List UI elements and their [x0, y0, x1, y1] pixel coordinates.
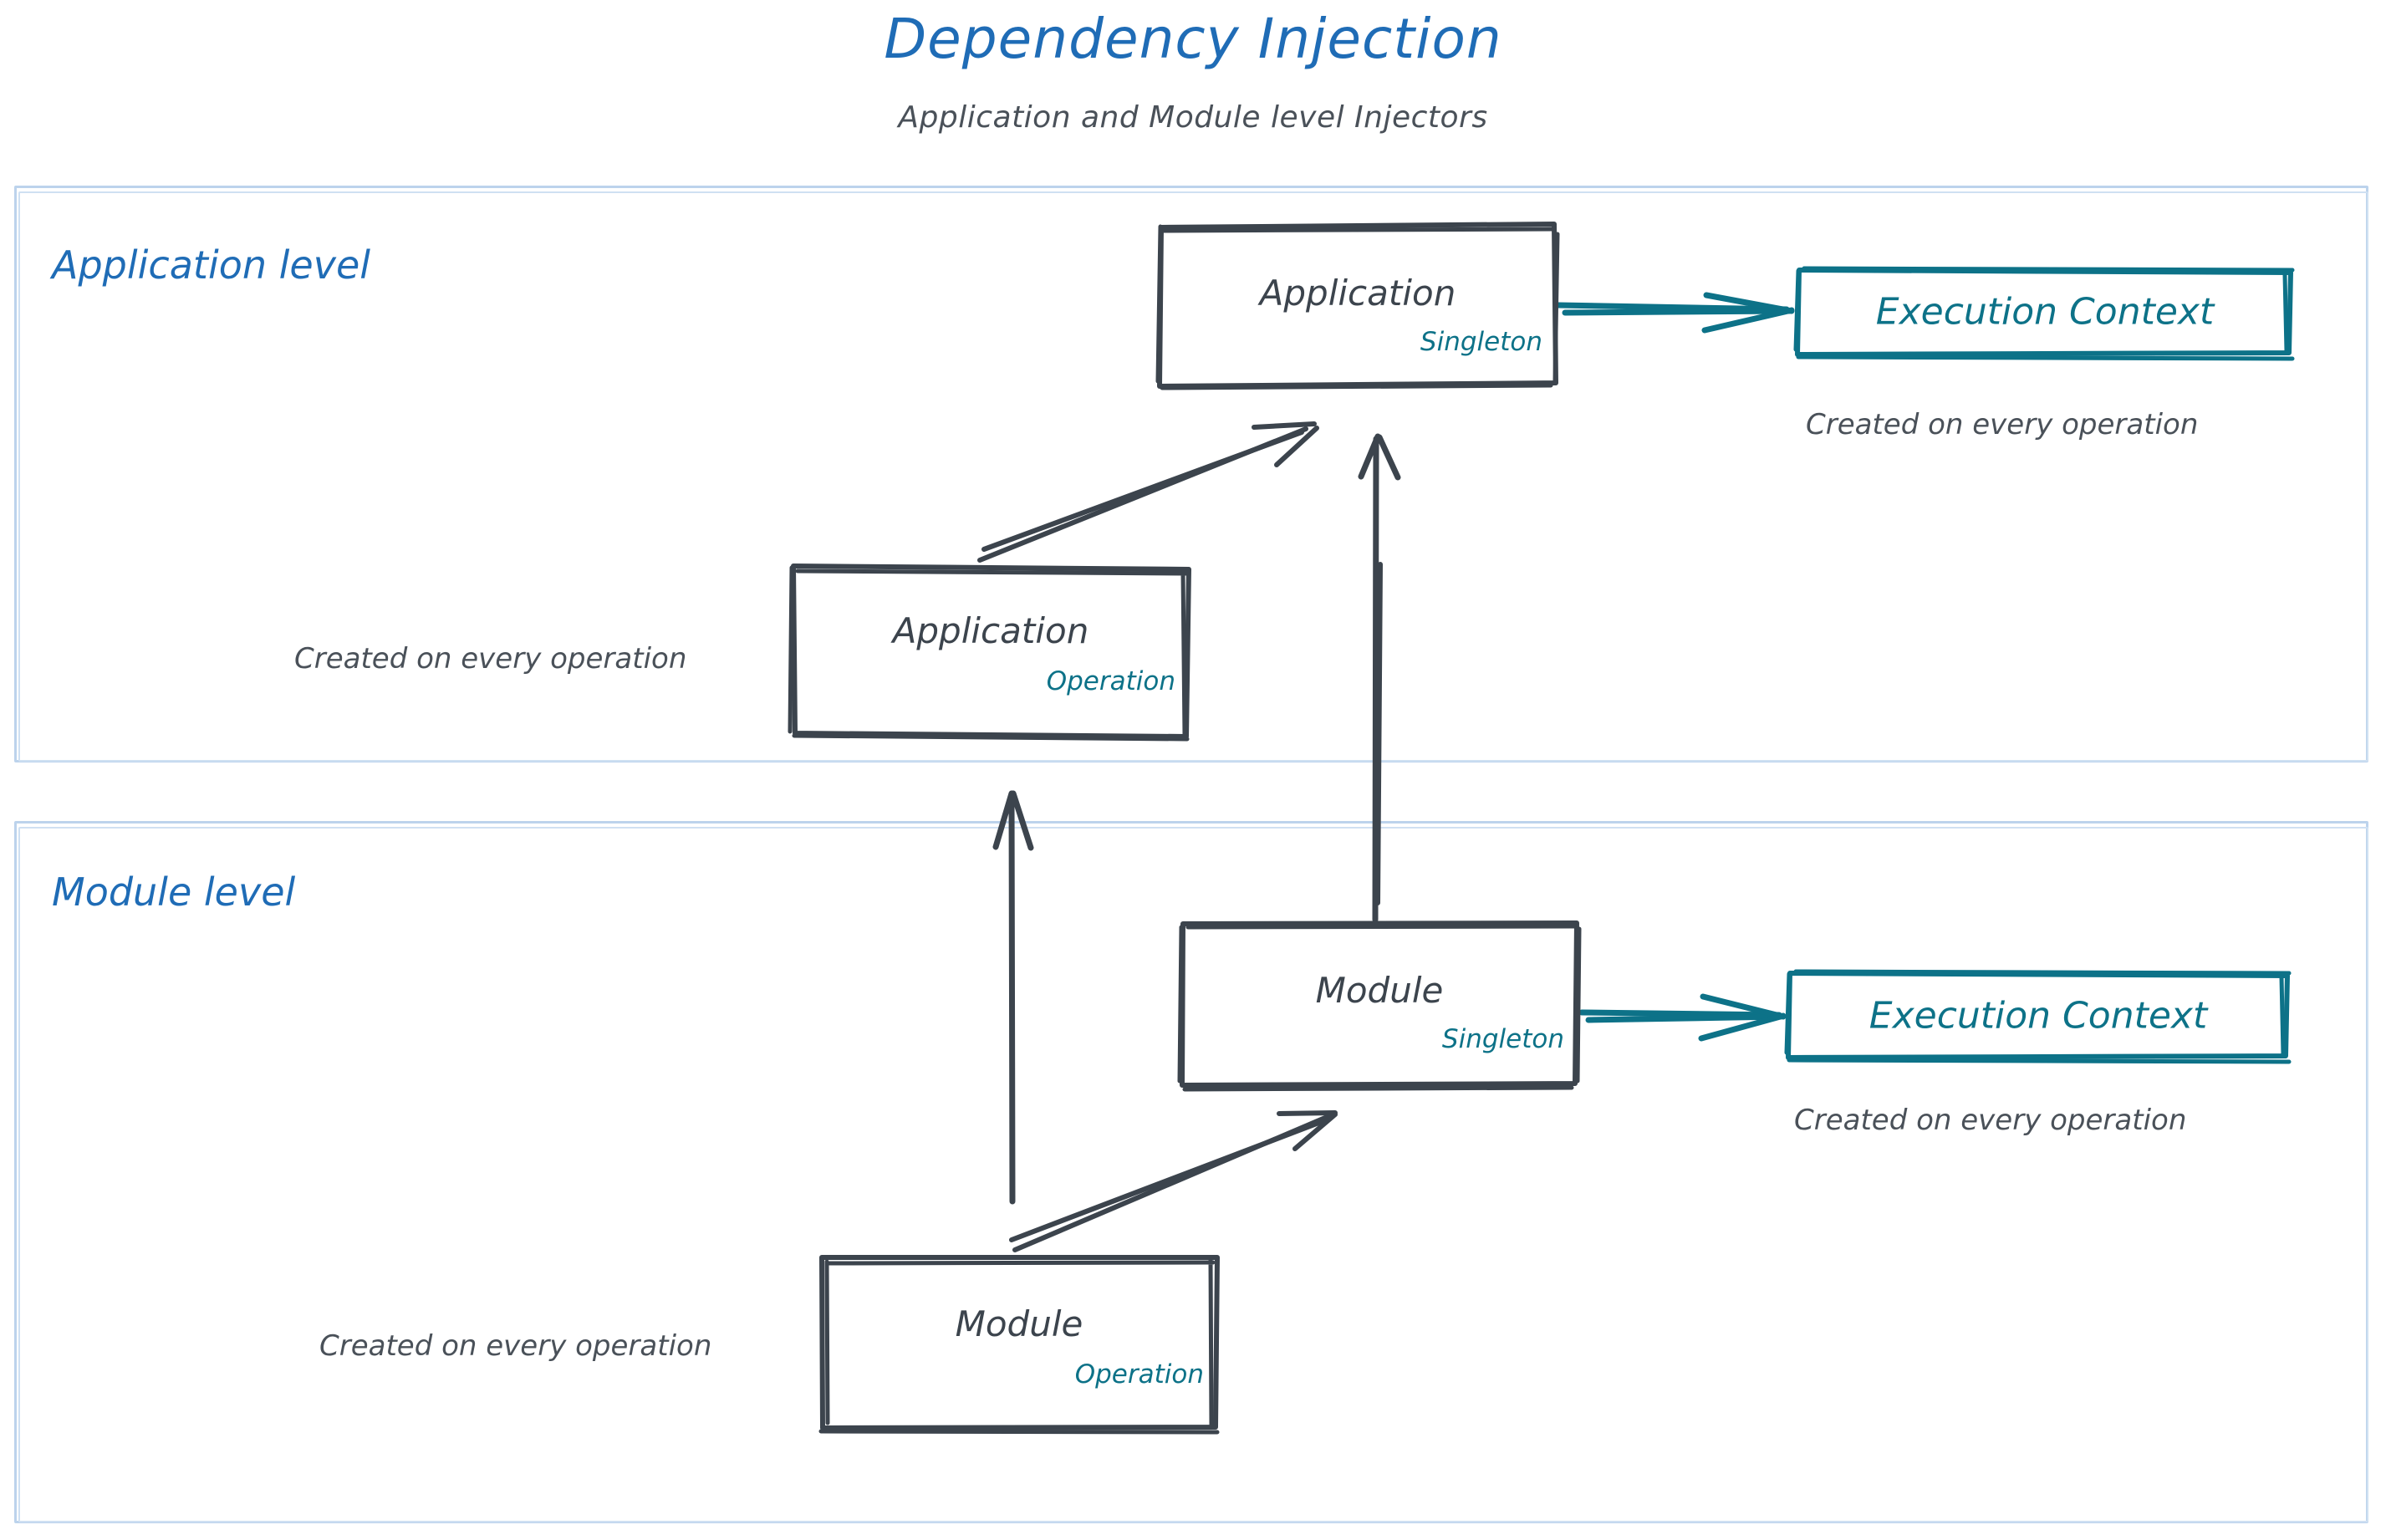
execution-context-module[interactable]: Execution Context: [1784, 969, 2292, 1064]
node-scope-label: Singleton: [1420, 327, 1542, 357]
execution-context-application-caption: Created on every operation: [1806, 408, 2199, 441]
module-level-container: [14, 821, 2368, 1523]
node-title: Module: [955, 1303, 1083, 1344]
module-level-label: Module level: [52, 869, 296, 915]
page-subtitle: Application and Module level Injectors: [898, 100, 1488, 135]
node-scope-label: Operation: [1046, 666, 1175, 696]
node-module-operation[interactable]: Module Operation: [818, 1255, 1220, 1435]
application-level-container: [14, 186, 2368, 762]
sketch-border-icon: [818, 1255, 1220, 1435]
sketch-border-icon: [1793, 266, 2295, 361]
node-application-singleton[interactable]: Application Singleton: [1155, 222, 1560, 390]
node-scope-label: Singleton: [1441, 1024, 1564, 1054]
page-title: Dependency Injection: [884, 7, 1502, 71]
execution-context-module-caption: Created on every operation: [1794, 1104, 2187, 1137]
sketch-border-icon: [788, 563, 1191, 742]
execution-context-title: Execution Context: [1869, 994, 2208, 1038]
node-title: Module: [1315, 970, 1444, 1011]
node-application-operation[interactable]: Application Operation: [788, 563, 1191, 742]
execution-context-application[interactable]: Execution Context: [1793, 266, 2295, 361]
application-operation-caption: Created on every operation: [294, 642, 687, 676]
sketch-border-icon: [1155, 222, 1560, 390]
node-title: Application: [892, 610, 1089, 651]
node-module-singleton[interactable]: Module Singleton: [1177, 920, 1582, 1092]
execution-context-title: Execution Context: [1875, 290, 2215, 334]
sketch-border-icon: [1177, 920, 1582, 1092]
application-level-label: Application level: [52, 242, 371, 288]
node-scope-label: Operation: [1074, 1359, 1204, 1390]
module-operation-caption: Created on every operation: [319, 1329, 712, 1363]
node-title: Application: [1259, 273, 1456, 314]
sketch-border-icon: [1784, 969, 2292, 1064]
